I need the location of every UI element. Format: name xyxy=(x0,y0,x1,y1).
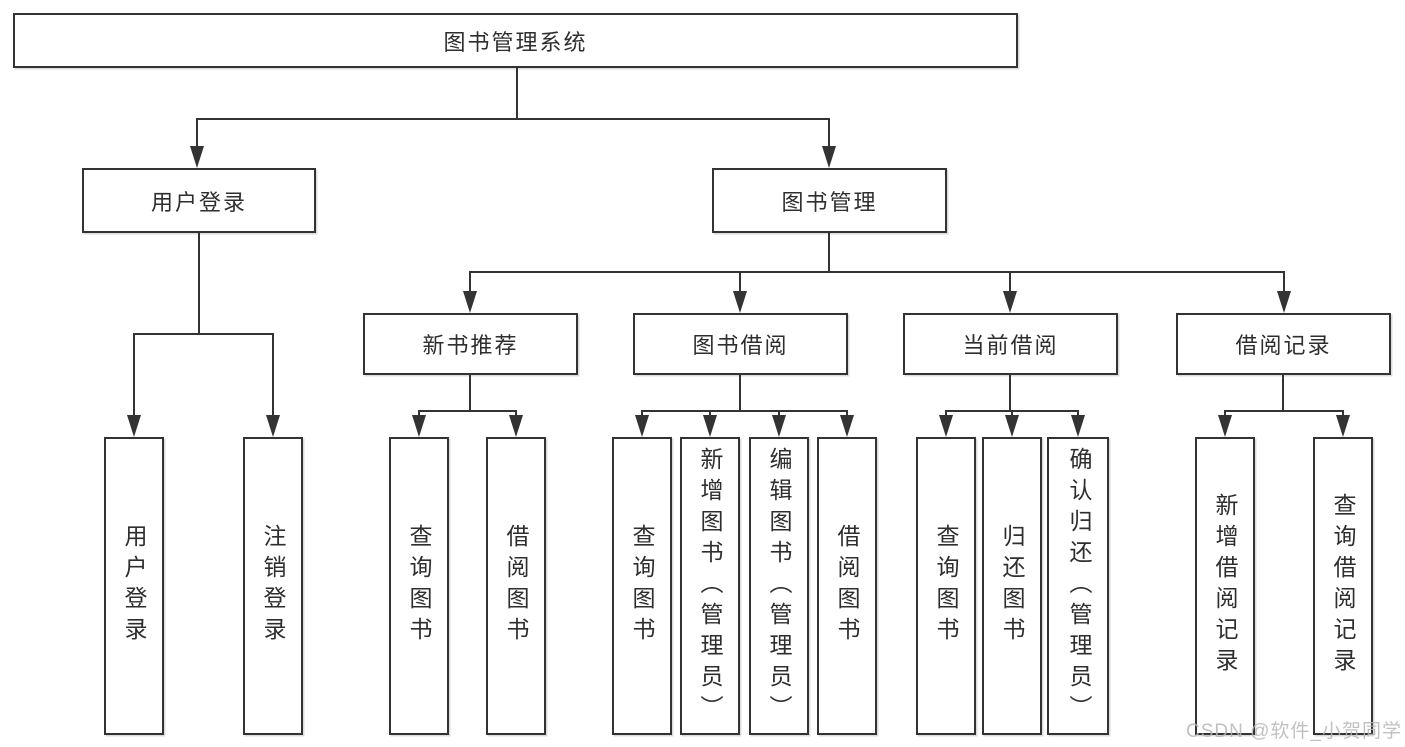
leaf-query-borrow-record: 查询借阅记录 xyxy=(1313,437,1373,735)
arrow-down-icon xyxy=(703,415,717,437)
connector-line xyxy=(945,410,947,417)
arrow-down-icon xyxy=(127,415,141,437)
leaf-edit-book-admin: 编辑图书（管理员） xyxy=(749,437,809,735)
connector-line xyxy=(739,373,741,412)
connector-line xyxy=(418,410,420,417)
arrow-down-icon xyxy=(822,146,836,168)
leaf-add-book-admin: 新增图书（管理员） xyxy=(680,437,740,735)
arrow-down-icon xyxy=(772,415,786,437)
arrow-down-icon xyxy=(1336,415,1350,437)
connector-line xyxy=(641,410,848,412)
leaf-user-login: 用户登录 xyxy=(104,437,164,735)
node-borrowing-records: 借阅记录 xyxy=(1176,313,1391,375)
arrow-down-icon xyxy=(266,415,280,437)
connector-line xyxy=(272,333,274,415)
leaf-borrow-books-2: 借阅图书 xyxy=(817,437,877,735)
connector-line xyxy=(469,271,1285,273)
connector-line xyxy=(1282,373,1284,412)
node-current-borrowing: 当前借阅 xyxy=(903,313,1118,375)
connector-line xyxy=(641,410,643,417)
connector-line xyxy=(739,271,741,291)
node-new-book-recommend: 新书推荐 xyxy=(363,313,578,375)
arrow-down-icon xyxy=(840,415,854,437)
connector-line xyxy=(133,333,135,415)
node-user-login: 用户登录 xyxy=(82,168,316,233)
connector-line xyxy=(1224,410,1344,412)
node-book-borrowing: 图书借阅 xyxy=(633,313,848,375)
connector-line xyxy=(709,410,711,417)
connector-line xyxy=(1283,271,1285,291)
connector-line xyxy=(828,118,830,146)
connector-line xyxy=(1342,410,1344,417)
arrow-down-icon xyxy=(412,415,426,437)
arrow-down-icon xyxy=(509,415,523,437)
arrow-down-icon xyxy=(733,291,747,313)
arrow-down-icon xyxy=(1218,415,1232,437)
connector-line xyxy=(515,410,517,417)
watermark-text: CSDN @软件_小贺同学 xyxy=(1186,721,1402,742)
node-library-system: 图书管理系统 xyxy=(13,13,1018,68)
leaf-borrow-books-1: 借阅图书 xyxy=(486,437,546,735)
leaf-query-books-2: 查询图书 xyxy=(612,437,672,735)
connector-line xyxy=(828,231,830,273)
arrow-down-icon xyxy=(1003,291,1017,313)
leaf-confirm-return-admin: 确认归还（管理员） xyxy=(1047,437,1109,735)
connector-line xyxy=(778,410,780,417)
connector-line xyxy=(133,333,274,335)
arrow-down-icon xyxy=(1005,415,1019,437)
connector-line xyxy=(469,271,471,291)
node-book-management: 图书管理 xyxy=(712,168,947,233)
connector-line xyxy=(1077,410,1079,417)
connector-line xyxy=(1009,373,1011,412)
arrow-down-icon xyxy=(939,415,953,437)
leaf-return-book: 归还图书 xyxy=(982,437,1042,735)
connector-line xyxy=(196,118,198,146)
arrow-down-icon xyxy=(463,291,477,313)
arrow-down-icon xyxy=(1071,415,1085,437)
connector-line xyxy=(196,118,830,120)
arrow-down-icon xyxy=(1277,291,1291,313)
arrow-down-icon xyxy=(190,146,204,168)
connector-line xyxy=(469,373,471,412)
leaf-query-books-3: 查询图书 xyxy=(916,437,976,735)
leaf-query-books-1: 查询图书 xyxy=(389,437,449,735)
leaf-logout: 注销登录 xyxy=(243,437,303,735)
connector-line xyxy=(1009,271,1011,291)
connector-line xyxy=(516,68,518,120)
connector-line xyxy=(198,231,200,335)
leaf-add-borrow-record: 新增借阅记录 xyxy=(1195,437,1255,735)
connector-line xyxy=(846,410,848,417)
arrow-down-icon xyxy=(635,415,649,437)
connector-line xyxy=(418,410,517,412)
connector-line xyxy=(1224,410,1226,417)
connector-line xyxy=(1011,410,1013,417)
